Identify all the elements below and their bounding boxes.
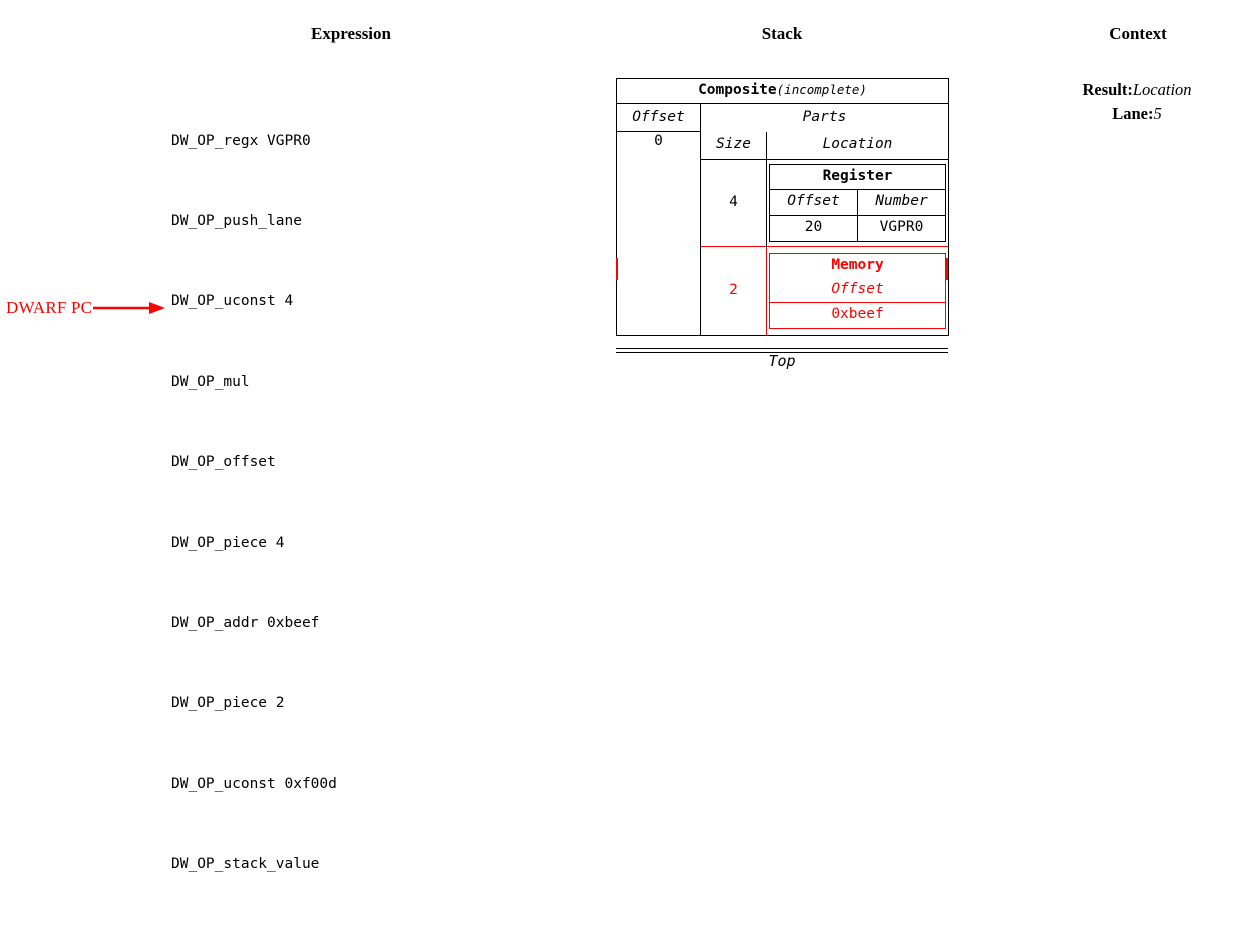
composite-title-suffix: (incomplete) [777,82,867,97]
offset-value-cell: 0 [617,132,701,335]
page-title-expression: Expression [245,24,457,44]
page-title-stack: Stack [676,24,888,44]
stack-diagram: Composite(incomplete) Offset Parts 0 Siz… [616,78,948,336]
memory-wrap: Memory Offset 0xbeef [767,252,948,330]
stack-bottom-rule-outer [616,348,948,349]
expression-line: DW_OP_piece 2 [171,932,337,936]
context-row-result: Result:Location [1032,78,1241,102]
register-wrap: Register Offset Number 20 VGPR0 [767,163,948,243]
register-title-row: Register [770,164,946,189]
expression-line: DW_OP_addr 0xbeef [171,610,337,637]
register-header-row: Offset Number [770,189,946,215]
register-value-offset: 20 [770,215,858,241]
register-value-row: 20 VGPR0 [770,215,946,241]
header-offset: Offset [617,104,701,132]
table-row-header-2: 0 Size Location [617,132,949,160]
dwarf-pc-label: DWARF PC [6,298,92,318]
bottom-edge-offset [617,335,701,336]
composite-title: Composite [698,82,777,98]
context-value-lane: 5 [1154,104,1162,123]
stack-top-label: Top [616,352,948,370]
expression-line: DW_OP_push_lane [171,208,337,235]
context-key-result: Result: [1082,80,1132,99]
register-table: Register Offset Number 20 VGPR0 [769,164,946,242]
expression-line: DW_OP_regx VGPR0 [171,128,337,155]
expression-line: DW_OP_stack_value [171,851,337,878]
part-size-register: 4 [701,159,767,246]
register-value-number: VGPR0 [858,215,946,241]
expression-line: DW_OP_piece 2 [171,690,337,717]
expression-line: DW_OP_piece 4 [171,530,337,557]
header-size: Size [701,132,767,160]
register-title: Register [770,164,946,189]
expression-line: DW_OP_uconst 4 [171,288,337,315]
memory-table: Memory Offset 0xbeef [769,253,946,329]
expression-line: DW_OP_offset [171,449,337,476]
expression-list: DW_OP_regx VGPR0 DW_OP_push_lane DW_OP_u… [171,74,337,936]
left-red-notch [616,258,618,280]
part-location-memory: Memory Offset 0xbeef [767,246,949,335]
context-value-result: Location [1133,80,1192,99]
memory-title: Memory [770,253,946,278]
table-row-bottom [617,335,949,336]
bottom-edge-size [701,335,767,336]
memory-title-row: Memory [770,253,946,278]
header-parts: Parts [701,104,949,132]
table-row-header-1: Offset Parts [617,104,949,132]
page-title-context: Context [1032,24,1241,44]
header-location: Location [767,132,949,160]
part-location-register: Register Offset Number 20 VGPR0 [767,159,949,246]
bottom-edge-location [767,335,949,336]
expression-line-current: DW_OP_uconst 0xf00d [171,771,337,798]
memory-value-row: 0xbeef [770,302,946,328]
part-size-memory: 2 [701,246,767,335]
composite-table: Composite(incomplete) Offset Parts 0 Siz… [616,78,949,336]
table-row-title: Composite(incomplete) [617,79,949,104]
right-red-notch [946,258,948,280]
expression-line: DW_OP_mul [171,369,337,396]
context-block: Result:Location Lane:5 [1032,78,1241,126]
context-key-lane: Lane: [1112,104,1153,123]
context-row-lane: Lane:5 [1032,102,1241,126]
dwarf-pc-pointer: DWARF PC [6,297,165,319]
memory-header-row: Offset [770,278,946,303]
register-header-offset: Offset [770,189,858,215]
arrow-right-icon [93,300,165,316]
register-header-number: Number [858,189,946,215]
memory-header-offset: Offset [770,278,946,303]
memory-value-offset: 0xbeef [770,302,946,328]
composite-title-cell: Composite(incomplete) [617,79,949,104]
